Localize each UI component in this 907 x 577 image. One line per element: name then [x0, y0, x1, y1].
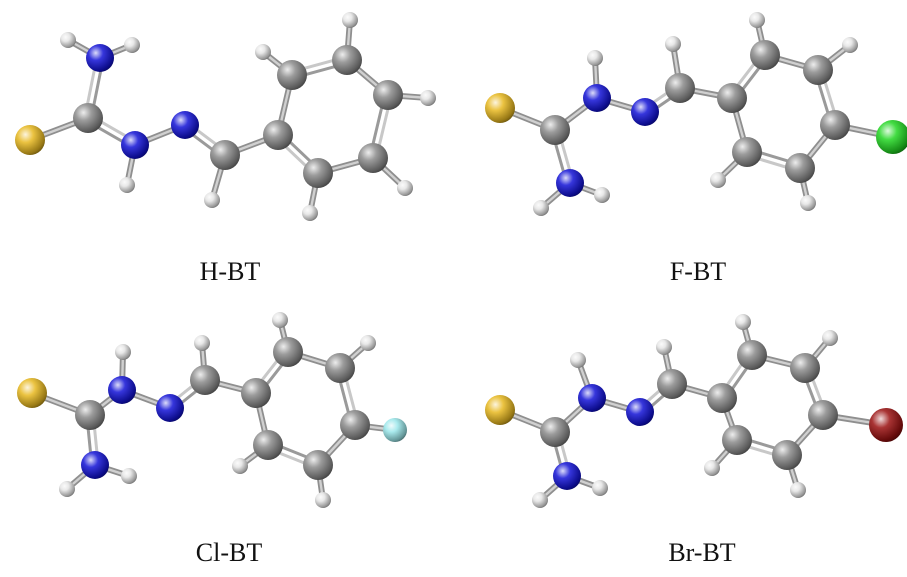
- carbon-atom: [210, 140, 240, 170]
- hydrogen-atom: [710, 172, 726, 188]
- hydrogen-atom: [302, 205, 318, 221]
- hydrogen-atom: [570, 352, 586, 368]
- carbon-atom: [540, 417, 570, 447]
- label-h-bt: H-BT: [199, 257, 261, 286]
- hydrogen-atom: [119, 177, 135, 193]
- bromine-atom: [869, 408, 903, 442]
- nitrogen-atom: [81, 451, 109, 479]
- hydrogen-atom: [194, 335, 210, 351]
- chlorine-atom: [876, 120, 907, 154]
- hydrogen-atom: [60, 32, 76, 48]
- carbon-atom: [820, 110, 850, 140]
- carbon-atom: [707, 383, 737, 413]
- hydrogen-atom: [255, 44, 271, 60]
- hydrogen-atom: [59, 481, 75, 497]
- hydrogen-atom: [800, 195, 816, 211]
- nitrogen-atom: [626, 398, 654, 426]
- hydrogen-atom: [656, 339, 672, 355]
- nitrogen-atom: [171, 111, 199, 139]
- carbon-atom: [263, 120, 293, 150]
- hydrogen-atom: [115, 344, 131, 360]
- nitrogen-atom: [121, 131, 149, 159]
- carbon-atom: [732, 137, 762, 167]
- hydrogen-atom: [533, 200, 549, 216]
- nitrogen-atom: [583, 84, 611, 112]
- carbon-atom: [803, 55, 833, 85]
- hydrogen-atom: [822, 330, 838, 346]
- carbon-atom: [808, 400, 838, 430]
- carbon-atom: [253, 430, 283, 460]
- molecule-f-bt: [485, 12, 907, 216]
- nitrogen-atom: [108, 376, 136, 404]
- carbon-atom: [722, 425, 752, 455]
- molecule-h-bt: [15, 12, 436, 221]
- hydrogen-atom: [532, 492, 548, 508]
- molecule-cl-bt: [17, 312, 407, 508]
- carbon-atom: [73, 103, 103, 133]
- carbon-atom: [657, 369, 687, 399]
- hydrogen-atom: [124, 37, 140, 53]
- carbon-atom: [750, 40, 780, 70]
- hydrogen-atom: [420, 90, 436, 106]
- hydrogen-atom: [790, 482, 806, 498]
- label-cl-bt: Cl-BT: [195, 538, 263, 567]
- carbon-atom: [325, 353, 355, 383]
- hydrogen-atom: [360, 335, 376, 351]
- nitrogen-atom: [556, 169, 584, 197]
- carbon-atom: [190, 365, 220, 395]
- hydrogen-atom: [842, 37, 858, 53]
- sulfur-atom: [17, 378, 47, 408]
- carbon-atom: [303, 450, 333, 480]
- molecule-br-bt: [485, 314, 903, 508]
- carbon-atom: [790, 353, 820, 383]
- hydrogen-atom: [315, 492, 331, 508]
- sulfur-atom: [15, 125, 45, 155]
- carbon-atom: [273, 337, 303, 367]
- carbon-atom: [772, 440, 802, 470]
- nitrogen-atom: [553, 462, 581, 490]
- carbon-atom: [340, 410, 370, 440]
- hydrogen-atom: [704, 460, 720, 476]
- hydrogen-atom: [587, 50, 603, 66]
- label-br-bt: Br-BT: [668, 538, 736, 567]
- carbon-atom: [303, 158, 333, 188]
- hydrogen-atom: [121, 468, 137, 484]
- hydrogen-atom: [735, 314, 751, 330]
- carbon-atom: [241, 378, 271, 408]
- sulfur-atom: [485, 93, 515, 123]
- hydrogen-atom: [592, 480, 608, 496]
- hydrogen-atom: [594, 187, 610, 203]
- hydrogen-atom: [665, 36, 681, 52]
- nitrogen-atom: [578, 384, 606, 412]
- carbon-atom: [332, 45, 362, 75]
- carbon-atom: [373, 80, 403, 110]
- hydrogen-atom: [204, 192, 220, 208]
- hydrogen-atom: [397, 180, 413, 196]
- carbon-atom: [75, 400, 105, 430]
- carbon-atom: [785, 153, 815, 183]
- nitrogen-atom: [156, 394, 184, 422]
- carbon-atom: [717, 83, 747, 113]
- nitrogen-atom: [631, 98, 659, 126]
- hydrogen-atom: [232, 458, 248, 474]
- carbon-atom: [737, 340, 767, 370]
- nitrogen-atom: [86, 44, 114, 72]
- fluorine-atom: [383, 418, 407, 442]
- hydrogen-atom: [749, 12, 765, 28]
- sulfur-atom: [485, 395, 515, 425]
- hydrogen-atom: [342, 12, 358, 28]
- hydrogen-atom: [272, 312, 288, 328]
- carbon-atom: [665, 73, 695, 103]
- carbon-atom: [358, 143, 388, 173]
- carbon-atom: [277, 60, 307, 90]
- label-f-bt: F-BT: [669, 257, 727, 286]
- carbon-atom: [540, 115, 570, 145]
